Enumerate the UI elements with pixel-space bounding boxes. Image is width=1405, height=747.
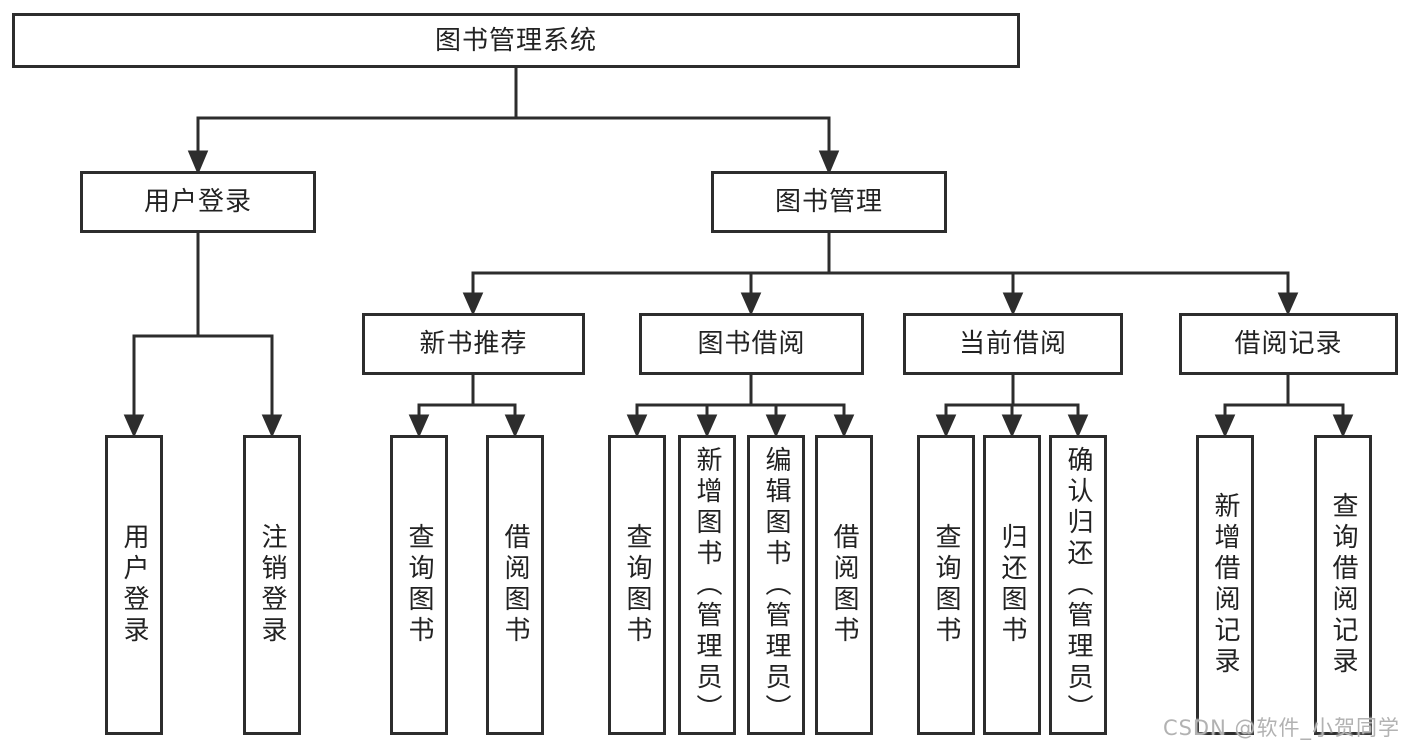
leaf-current-query-books-label: 查询图书 — [931, 523, 961, 647]
node-current-borrow: 当前借阅 — [903, 313, 1123, 375]
node-user-login: 用户登录 — [80, 171, 316, 233]
leaf-current-confirm-return-admin-label: 确认归还（管理员） — [1063, 445, 1093, 725]
leaf-borrow-edit-books-admin-label: 编辑图书（管理员） — [761, 445, 791, 725]
leaf-records-query-record: 查询借阅记录 — [1314, 435, 1372, 735]
node-new-book-recommend: 新书推荐 — [362, 313, 585, 375]
leaf-borrow-edit-books-admin: 编辑图书（管理员） — [747, 435, 805, 735]
leaf-recommend-borrow-books: 借阅图书 — [486, 435, 544, 735]
leaf-borrow-borrow-books-label: 借阅图书 — [829, 523, 859, 647]
leaf-borrow-query-books-label: 查询图书 — [622, 523, 652, 647]
leaf-current-return-books-label: 归还图书 — [997, 523, 1027, 647]
leaf-current-return-books: 归还图书 — [983, 435, 1041, 735]
node-borrow-records: 借阅记录 — [1179, 313, 1398, 375]
leaf-recommend-borrow-books-label: 借阅图书 — [500, 523, 530, 647]
leaf-recommend-query-books: 查询图书 — [390, 435, 448, 735]
leaf-borrow-add-books-admin-label: 新增图书（管理员） — [692, 445, 722, 725]
leaf-user-login-label: 用户登录 — [119, 523, 149, 647]
leaf-records-add-record-label: 新增借阅记录 — [1210, 492, 1240, 678]
node-book-borrow: 图书借阅 — [639, 313, 864, 375]
leaf-records-query-record-label: 查询借阅记录 — [1328, 492, 1358, 678]
node-root: 图书管理系统 — [12, 13, 1020, 68]
leaf-logout: 注销登录 — [243, 435, 301, 735]
leaf-current-confirm-return-admin: 确认归还（管理员） — [1049, 435, 1107, 735]
leaf-logout-label: 注销登录 — [257, 523, 287, 647]
node-book-management: 图书管理 — [711, 171, 947, 233]
watermark-text: CSDN @软件_小贺同学 — [1162, 716, 1400, 740]
leaf-user-login: 用户登录 — [105, 435, 163, 735]
leaf-current-query-books: 查询图书 — [917, 435, 975, 735]
leaf-records-add-record: 新增借阅记录 — [1196, 435, 1254, 735]
leaf-borrow-query-books: 查询图书 — [608, 435, 666, 735]
leaf-recommend-query-books-label: 查询图书 — [404, 523, 434, 647]
leaf-borrow-borrow-books: 借阅图书 — [815, 435, 873, 735]
leaf-borrow-add-books-admin: 新增图书（管理员） — [678, 435, 736, 735]
